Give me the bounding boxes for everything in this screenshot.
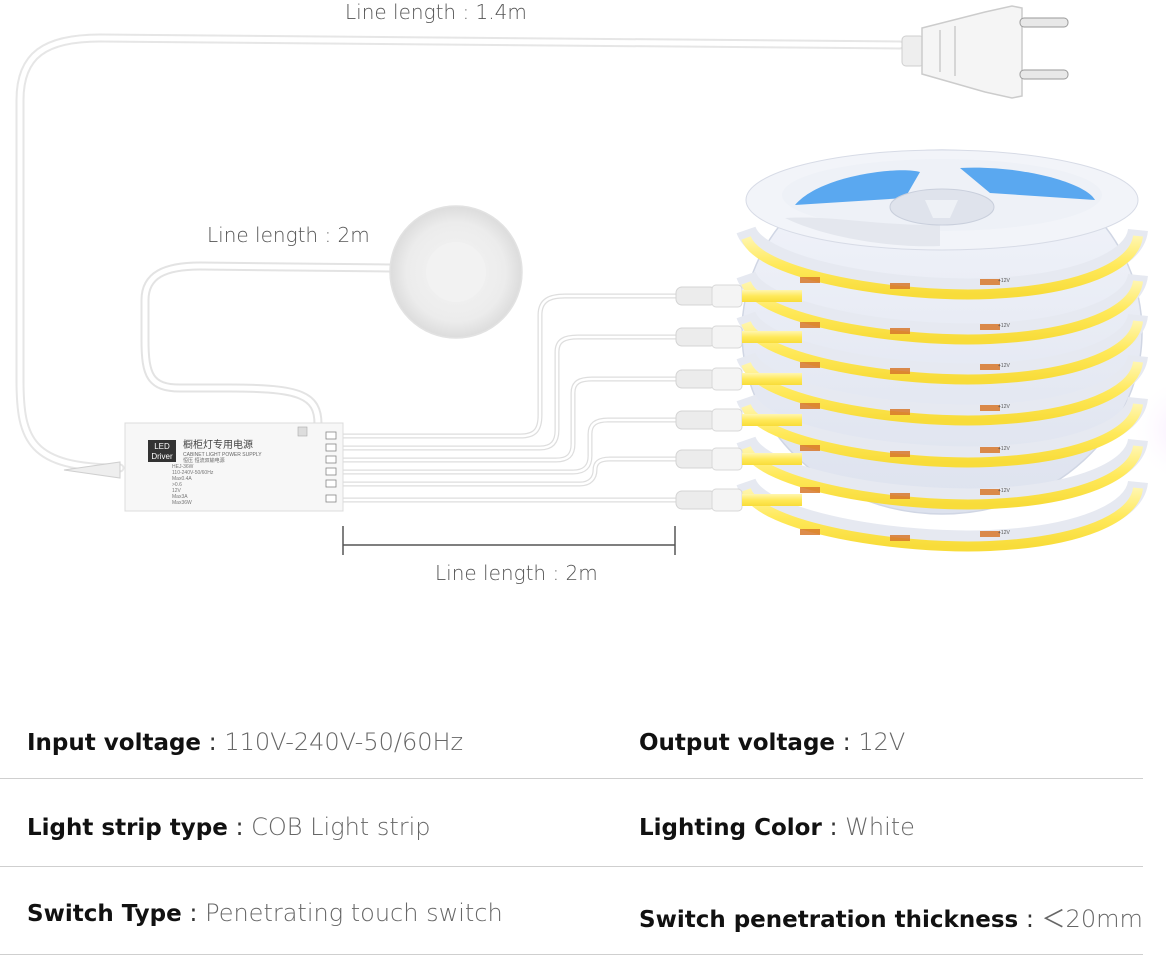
spec-input-voltage: Input voltage : 110V-240V-50/60Hz [27, 728, 464, 756]
strip-layer: +12V [736, 477, 1148, 552]
strip-marking: +12V [998, 278, 1010, 284]
driver-spec-line: 12V [172, 488, 182, 494]
product-diagram: LED Driver 橱柜灯专用电源 CABINET LIGHT POWER S… [15, 0, 1166, 585]
spec-row: Light strip type : COB Light strip Light… [0, 780, 1143, 867]
strip-connector [675, 325, 802, 349]
dimension-line [342, 526, 676, 555]
strip-layer: +12V [736, 435, 1148, 510]
strip-marking: +12V [998, 488, 1010, 494]
spec-lighting-color: Lighting Color : White [639, 813, 915, 841]
strip-marking: +12V [998, 404, 1010, 410]
driver-title: 橱柜灯专用电源 [183, 438, 253, 451]
strip-connector [675, 284, 802, 308]
strip-marking: +12V [998, 530, 1010, 536]
touch-sensor [389, 205, 523, 339]
diagram-illustration: LED Driver 橱柜灯专用电源 CABINET LIGHT POWER S… [15, 5, 1166, 555]
strip-connector [675, 447, 802, 471]
strip-layer: +12V [736, 270, 1148, 345]
driver-spec-line: Max36W [172, 500, 192, 506]
strip-connector [675, 367, 802, 391]
spec-switch-penetration-thickness: Switch penetration thickness : ＜20mm [639, 905, 1143, 933]
strip-layer: +12V [736, 310, 1148, 385]
strip-connector [675, 488, 802, 512]
sensor-cable-length-label: Line length : 2m [207, 223, 370, 247]
driver-spec-line: 110-240V-50/60Hz [172, 470, 214, 476]
driver-badge-bottom: Driver [151, 452, 173, 461]
strip-marking: +12V [998, 323, 1010, 329]
spec-switch-type: Switch Type : Penetrating touch switch [27, 899, 503, 927]
plug-cable-length-label: Line length : 1.4m [345, 0, 527, 24]
sensor-cable [140, 261, 395, 429]
led-driver-box: LED Driver 橱柜灯专用电源 CABINET LIGHT POWER S… [124, 422, 344, 512]
strip-marking: +12V [998, 446, 1010, 452]
driver-spec-line: >0.6 [172, 482, 182, 488]
spec-output-voltage: Output voltage : 12V [639, 728, 906, 756]
driver-line3: 恒压 恒流双输电源 [183, 457, 225, 464]
cob-strip-reel: +12V +12V +12V +12V +12V +12V +12V [736, 149, 1148, 552]
driver-spec-line: Max0.4A [172, 476, 192, 482]
driver-badge-top: LED [154, 442, 170, 451]
driver-spec-line: HEJ-36W [172, 464, 194, 470]
driver-subtitle: CABINET LIGHT POWER SUPPLY [183, 452, 262, 458]
strip-layer: +12V [736, 393, 1148, 468]
strip-layer: +12V [736, 225, 1148, 300]
strip-layer: +12V [736, 351, 1148, 426]
spec-light-strip-type: Light strip type : COB Light strip [27, 813, 431, 841]
eu-plug-icon [901, 5, 1069, 99]
spec-row: Input voltage : 110V-240V-50/60Hz Output… [0, 692, 1143, 779]
strip-connector [675, 408, 802, 432]
driver-spec-line: Max3A [172, 494, 188, 500]
output-cables [339, 293, 703, 503]
strip-marking: +12V [998, 363, 1010, 369]
spec-row: Switch Type : Penetrating touch switch S… [0, 868, 1143, 955]
output-cable-length-label: Line length : 2m [435, 561, 598, 585]
